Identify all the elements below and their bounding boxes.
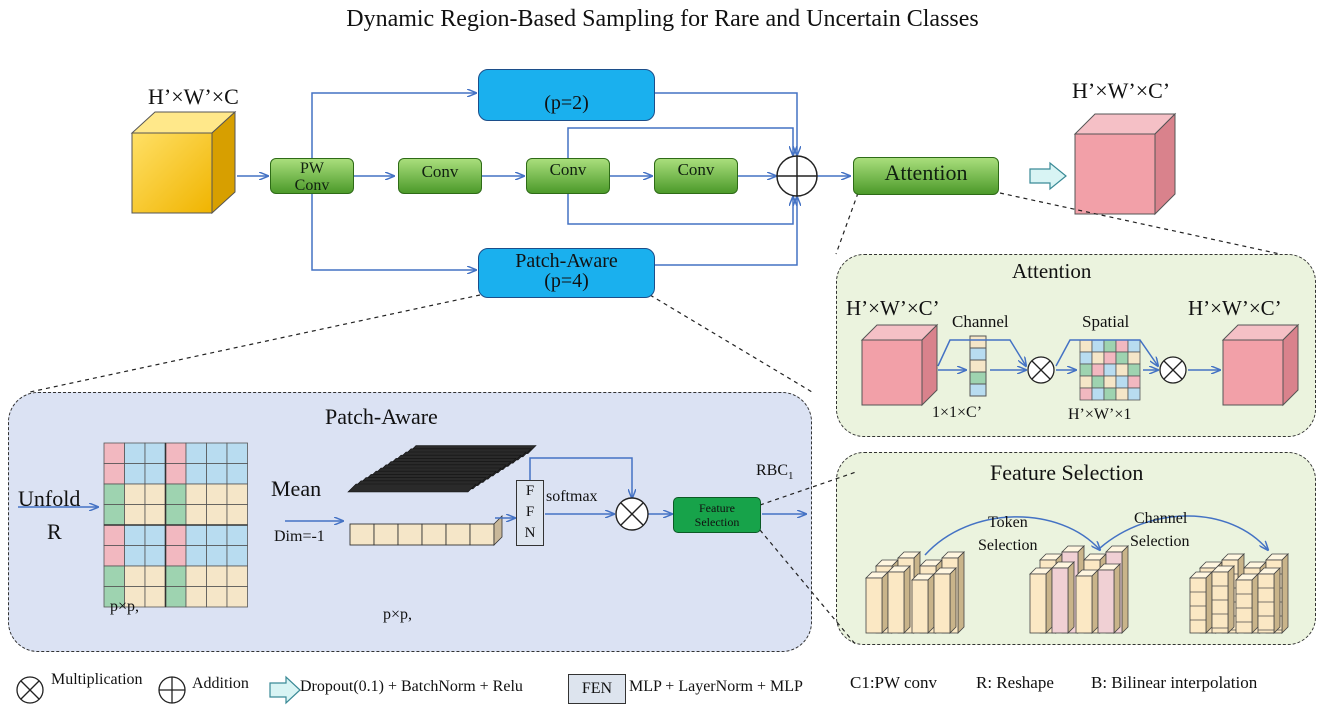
patch-panel-title: Patch-Aware [325,404,438,429]
channel-vector [969,335,987,397]
token-label: Token [988,514,1028,531]
ffn-letter-1: F [525,483,535,499]
patch-aware-block-title: Patch-Aware [515,250,618,272]
unfold-grid [103,442,248,608]
top-patch-block: (p=2) [478,69,655,121]
attention-spatial-label: Spatial [1082,312,1130,331]
legend-c1: C1:PW conv [850,673,938,692]
patch-aware-block-p: (p=4) [544,270,589,292]
feature-selection-block-label: Feature Selection [694,501,740,529]
legend-fen-box: FEN [568,674,626,704]
channel-label: Channel [1134,510,1188,527]
main-flow-arrows [237,93,850,270]
top-patch-p-label: (p=2) [544,92,589,114]
channel-selection-label: Selection [1130,533,1190,550]
attention-block-label: Attention [884,160,968,185]
dim-label: Dim=-1 [274,528,325,545]
attention-multiply-2 [1159,356,1187,384]
mean-label: Mean [271,476,322,501]
attention-block: Attention [853,157,999,195]
attention-multiply-1 [1027,356,1055,384]
conv-label-3: Conv [677,160,715,179]
input-dim-label: H’×W’×C [148,84,239,109]
patch-multiply [615,497,649,531]
diagram-title: Dynamic Region-Based Sampling for Rare a… [346,6,979,32]
grid-label: p×p, [110,598,140,615]
attention-in-cube [860,323,939,407]
output-cube [1073,112,1177,216]
feature-selection-arrows [924,515,1268,556]
attention-channel-dim: 1×1×C’ [932,404,983,421]
conv-label-2: Conv [549,160,587,179]
legend-bilinear: B: Bilinear interpolation [1091,673,1258,692]
feature-selection-bars [865,545,1289,634]
conv-block-2: Conv [526,158,610,194]
stack-label: p×p, [383,606,413,623]
attention-out-cube [1221,323,1300,407]
softmax-label: softmax [546,488,598,505]
attention-in-dim: H’×W’×C’ [846,296,940,320]
rbc-subscript: 1 [788,470,794,483]
patch-aware-block: Patch-Aware (p=4) [478,248,655,298]
rbc-label: RBC1 [756,462,794,482]
multiplication-legend-icon [16,676,44,704]
attention-panel-title: Attention [1012,259,1092,283]
legend-addition: Addition [192,675,249,692]
ffn-block: F F N [516,480,544,546]
addition-legend-icon [158,676,186,704]
legend-multiplication: Multiplication [51,671,143,688]
spatial-map [1079,339,1141,401]
dropout-arrow [1029,161,1067,191]
attention-spatial-dim: H’×W’×1 [1068,406,1132,423]
conv-block-3: Conv [654,158,738,194]
ffn-letter-3: N [524,525,536,541]
feature-selection-block: Feature Selection [673,497,761,533]
rbc-text: RBC [756,462,789,479]
legend-dropout: Dropout(0.1) + BatchNorm + Relu [300,678,523,695]
attention-arrows [937,339,1220,370]
legend-reshape: R: Reshape [976,673,1054,692]
conv-label-1: Conv [421,162,459,181]
attention-out-dim: H’×W’×C’ [1188,296,1282,320]
token-stack [347,445,537,546]
patch-arrows [18,457,806,521]
output-dim-label: H’×W’×C’ [1072,78,1171,103]
attention-channel-label: Channel [952,312,1009,331]
unfold-label: Unfold [18,486,81,511]
legend-fen-label: FEN [581,680,613,697]
token-selection-label: Selection [978,537,1038,554]
input-cube [130,110,237,215]
ffn-letter-2: F [525,504,535,520]
addition-node [776,155,818,197]
zoom-connectors [29,192,1281,646]
legend-mlp: MLP + LayerNorm + MLP [629,678,803,695]
reshape-label: R [47,519,62,544]
pw-conv-label: PW Conv [294,160,330,194]
conv-block-1: Conv [398,158,482,194]
dropout-legend-icon [269,675,301,705]
feature-panel-title: Feature Selection [990,460,1144,485]
pw-conv-block: PW Conv [270,158,354,194]
